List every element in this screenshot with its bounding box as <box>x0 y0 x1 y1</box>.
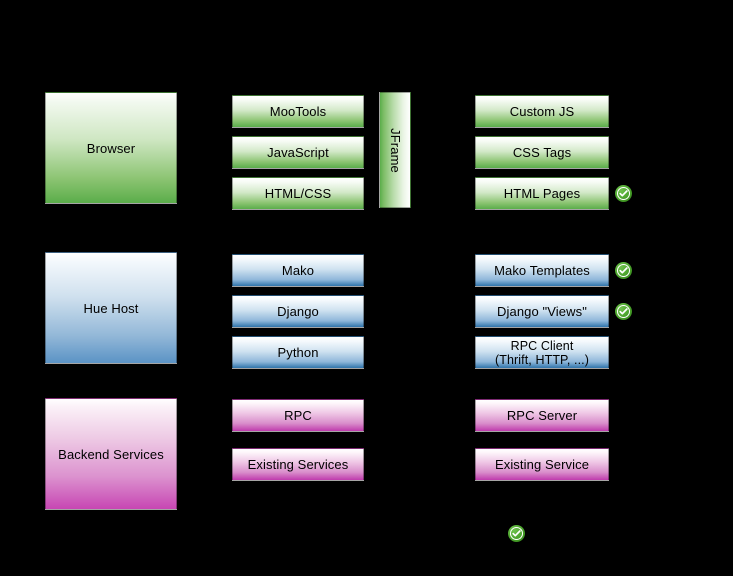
component-label: RPC Server <box>506 408 578 423</box>
layer-label-browser: Browser <box>86 140 136 156</box>
component-label: Django "Views" <box>497 304 587 319</box>
component-rpc[interactable]: RPC <box>232 399 364 432</box>
component-label: JavaScript <box>267 145 329 160</box>
component-label: Mako Templates <box>494 263 590 278</box>
status-ok-icon-mako-templates <box>615 262 632 279</box>
component-django[interactable]: Django <box>232 295 364 328</box>
component-label: RPC Client (Thrift, HTTP, ...) <box>494 338 590 367</box>
status-ok-icon-html-pages <box>615 185 632 202</box>
component-existing-services[interactable]: Existing Services <box>232 448 364 481</box>
component-javascript[interactable]: JavaScript <box>232 136 364 169</box>
impl-mako-templates[interactable]: Mako Templates <box>475 254 609 287</box>
component-label: Existing Service <box>494 457 590 472</box>
legend-status-ok-icon <box>508 525 525 542</box>
jframe-label: JFrame <box>387 127 403 173</box>
component-mako[interactable]: Mako <box>232 254 364 287</box>
impl-custom-js[interactable]: Custom JS <box>475 95 609 128</box>
component-label: RPC <box>284 408 312 423</box>
component-label: Custom JS <box>509 104 575 119</box>
layer-box-browser[interactable]: Browser <box>45 92 177 204</box>
component-mootools[interactable]: MooTools <box>232 95 364 128</box>
component-label: HTML Pages <box>503 186 581 201</box>
component-label: Mako <box>281 263 315 278</box>
component-python[interactable]: Python <box>232 336 364 369</box>
component-label: Python <box>277 345 319 360</box>
impl-rpc-client[interactable]: RPC Client (Thrift, HTTP, ...) <box>475 336 609 369</box>
impl-rpc-server[interactable]: RPC Server <box>475 399 609 432</box>
impl-django-views[interactable]: Django "Views" <box>475 295 609 328</box>
impl-existing-service[interactable]: Existing Service <box>475 448 609 481</box>
component-label: CSS Tags <box>512 145 572 160</box>
impl-css-tags[interactable]: CSS Tags <box>475 136 609 169</box>
impl-html-pages[interactable]: HTML Pages <box>475 177 609 210</box>
component-jframe[interactable]: JFrame <box>379 92 411 208</box>
component-label: MooTools <box>269 104 327 119</box>
component-html-css[interactable]: HTML/CSS <box>232 177 364 210</box>
status-ok-icon-django-views <box>615 303 632 320</box>
layer-label-hue-host: Hue Host <box>83 300 139 316</box>
component-label: Django <box>277 304 319 319</box>
layer-box-hue-host[interactable]: Hue Host <box>45 252 177 364</box>
component-label: Existing Services <box>247 457 349 472</box>
component-label: HTML/CSS <box>264 186 332 201</box>
layer-label-backend-services: Backend Services <box>58 446 164 462</box>
layer-box-backend-services[interactable]: Backend Services <box>45 398 177 510</box>
